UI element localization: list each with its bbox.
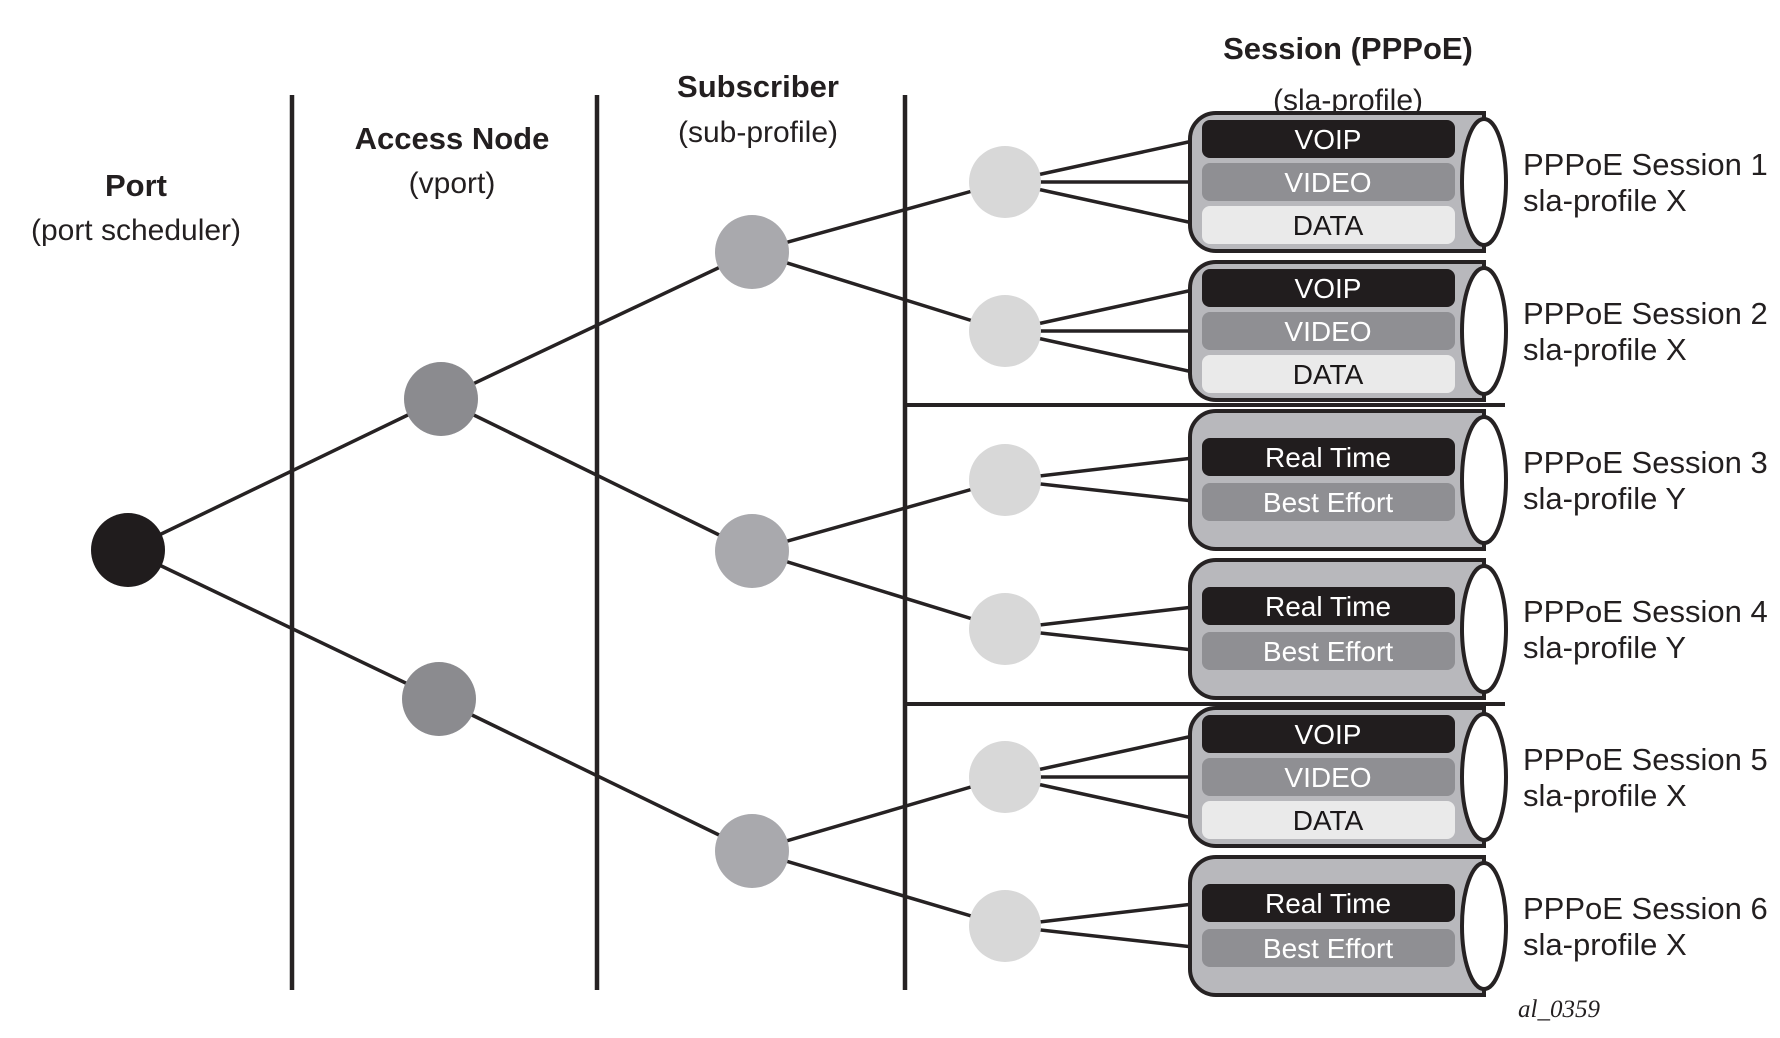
edge-vport1-subscriber2 <box>440 397 753 553</box>
session-node-4 <box>969 593 1041 665</box>
queue-bar-realtime <box>1202 438 1455 476</box>
queue-bar-data <box>1202 355 1455 393</box>
cylinder-opening <box>1460 117 1508 247</box>
queue-bar-data <box>1202 801 1455 839</box>
queue-bar-voip <box>1202 715 1455 753</box>
edge-port-vport1 <box>127 397 442 552</box>
queue-label: Real Time <box>1265 591 1391 622</box>
session-profile: sla-profile X <box>1523 778 1687 813</box>
session-name: PPPoE Session 3 <box>1523 445 1768 480</box>
figure-id-watermark: al_0359 <box>1518 996 1600 1023</box>
column-dividers <box>289 95 908 990</box>
edge-port-vport2 <box>127 548 440 701</box>
session-cylinder-6: Real Time Best Effort PPPoE Session 6 sl… <box>1188 855 1768 997</box>
session-name: PPPoE Session 2 <box>1523 296 1768 331</box>
vport-node-2 <box>402 662 476 736</box>
edge-vport2-subscriber3 <box>438 697 753 853</box>
subscriber-node-1 <box>715 215 789 289</box>
queue-label: Best Effort <box>1263 487 1393 518</box>
queue-label: Best Effort <box>1263 636 1393 667</box>
session-profile: sla-profile X <box>1523 927 1687 962</box>
session-node-2 <box>969 295 1041 367</box>
cylinder-body <box>1188 409 1486 551</box>
queue-label: VIDEO <box>1284 316 1371 347</box>
queue-bar-besteffort <box>1202 483 1455 521</box>
queue-bar-voip <box>1202 120 1455 158</box>
session-cylinder-1: VOIP VIDEO DATA PPPoE Session 1 sla-prof… <box>1188 111 1768 253</box>
queue-bar-video <box>1202 163 1455 201</box>
queue-label: DATA <box>1293 210 1364 241</box>
header-port-title: Port <box>105 168 167 203</box>
session-name: PPPoE Session 6 <box>1523 891 1768 926</box>
session-name: PPPoE Session 5 <box>1523 742 1768 777</box>
edge-subscriber1-session2 <box>751 250 1006 333</box>
edge-vport1-subscriber1 <box>440 250 753 401</box>
queue-bar-besteffort <box>1202 929 1455 967</box>
queue-label: Best Effort <box>1263 933 1393 964</box>
queue-label: Real Time <box>1265 442 1391 473</box>
subscriber-node-2 <box>715 514 789 588</box>
queue-bar-besteffort <box>1202 632 1455 670</box>
queue-label: VIDEO <box>1284 762 1371 793</box>
queue-bar-video <box>1202 312 1455 350</box>
edge-subscriber2-session3 <box>751 478 1006 553</box>
queue-label: DATA <box>1293 805 1364 836</box>
edge-subscriber3-session5 <box>751 775 1006 853</box>
queue-bar-voip <box>1202 269 1455 307</box>
queue-label: VOIP <box>1295 273 1362 304</box>
session-cylinder-3: Real Time Best Effort PPPoE Session 3 sl… <box>1188 409 1768 551</box>
cylinder-opening <box>1460 266 1508 396</box>
cylinder-opening <box>1460 712 1508 842</box>
scheduler-nodes <box>91 146 1041 962</box>
subscriber-node-3 <box>715 814 789 888</box>
session-node-1 <box>969 146 1041 218</box>
queue-bar-data <box>1202 206 1455 244</box>
session-name: PPPoE Session 1 <box>1523 147 1768 182</box>
queue-bar-realtime <box>1202 587 1455 625</box>
session-profile: sla-profile X <box>1523 183 1687 218</box>
header-accessnode-title: Access Node <box>355 121 550 156</box>
session-node-5 <box>969 741 1041 813</box>
edge-subscriber2-session4 <box>751 549 1006 631</box>
cylinder-body <box>1188 558 1486 700</box>
queue-label: VOIP <box>1295 719 1362 750</box>
header-session-title: Session (PPPoE) <box>1223 31 1473 66</box>
queue-bar-realtime <box>1202 884 1455 922</box>
session-cylinder-4: Real Time Best Effort PPPoE Session 4 sl… <box>1188 558 1768 700</box>
edge-subscriber1-session1 <box>751 180 1006 254</box>
port-scheduler-node <box>91 513 165 587</box>
scheduler-edges <box>127 137 1203 950</box>
session-name: PPPoE Session 4 <box>1523 594 1768 629</box>
cylinder-opening <box>1460 861 1508 991</box>
header-subscriber-subtitle: (sub-profile) <box>678 116 838 149</box>
queue-label: VOIP <box>1295 124 1362 155</box>
session-node-6 <box>969 890 1041 962</box>
header-subscriber-title: Subscriber <box>677 69 839 104</box>
session-cylinder-5: VOIP VIDEO DATA PPPoE Session 5 sla-prof… <box>1188 706 1768 848</box>
header-accessnode-subtitle: (vport) <box>409 167 496 200</box>
session-profile: sla-profile Y <box>1523 630 1686 665</box>
queue-bar-video <box>1202 758 1455 796</box>
session-cylinder-2: VOIP VIDEO DATA PPPoE Session 2 sla-prof… <box>1188 260 1768 402</box>
session-node-3 <box>969 444 1041 516</box>
queue-label: DATA <box>1293 359 1364 390</box>
session-profile: sla-profile Y <box>1523 481 1686 516</box>
cylinder-opening <box>1460 415 1508 545</box>
edge-subscriber3-session6 <box>751 849 1006 928</box>
session-profile: sla-profile X <box>1523 332 1687 367</box>
vport-node-1 <box>404 362 478 436</box>
queue-label: Real Time <box>1265 888 1391 919</box>
group-separators <box>905 403 1505 706</box>
cylinder-opening <box>1460 564 1508 694</box>
queue-label: VIDEO <box>1284 167 1371 198</box>
cylinder-body <box>1188 855 1486 997</box>
header-port-subtitle: (port scheduler) <box>31 214 241 247</box>
